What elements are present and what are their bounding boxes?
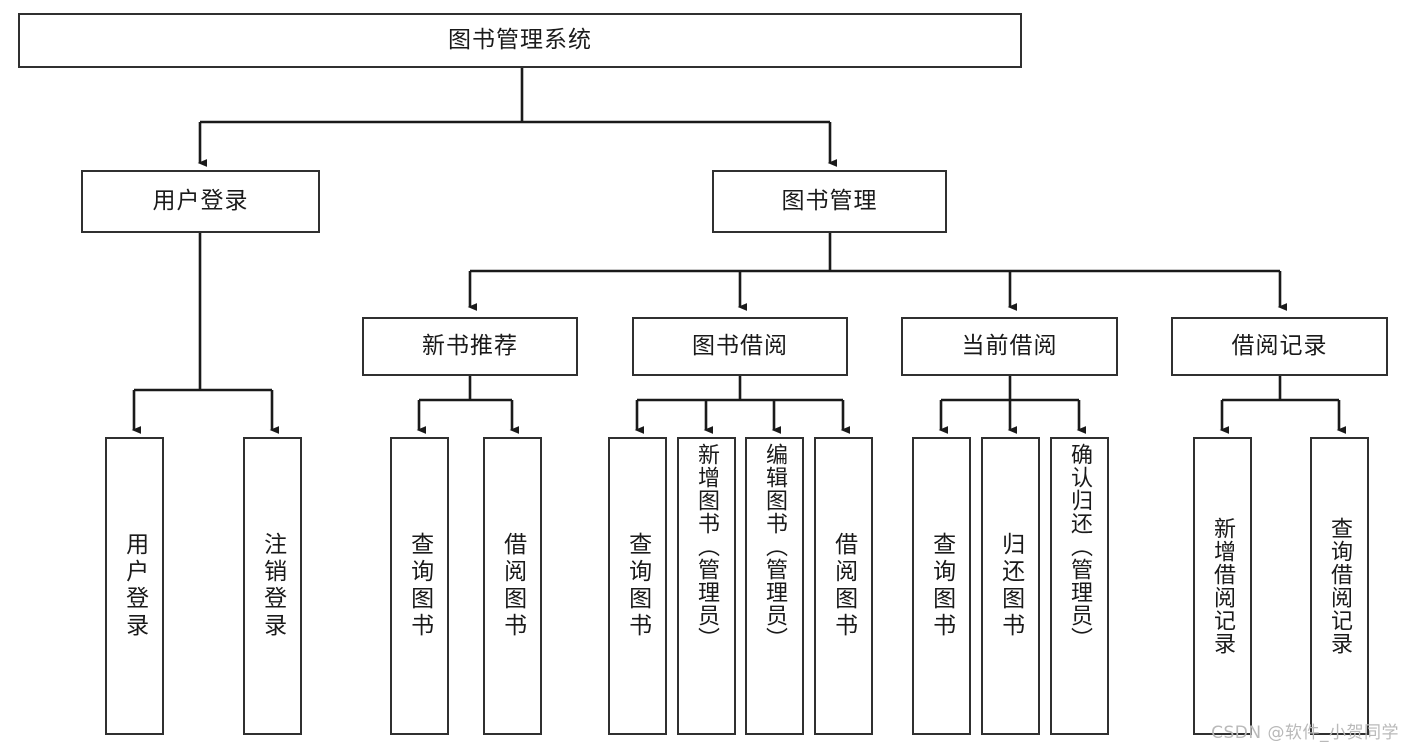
node-borrow-record-label: 借阅记录 [1231,332,1328,359]
node-root[interactable]: 图书管理系统 [18,13,1022,68]
node-leaf-borrow-book-2-label: 借阅图书 [830,532,857,640]
node-book-manage[interactable]: 图书管理 [712,170,947,233]
node-leaf-query-book-1-label: 查询图书 [406,532,433,640]
node-root-label: 图书管理系统 [448,26,592,53]
node-new-book-rec-label: 新书推荐 [422,332,518,359]
node-book-manage-label: 图书管理 [781,187,878,214]
node-leaf-query-book-1[interactable]: 查询图书 [390,437,449,735]
node-leaf-return-book-label: 归还图书 [997,532,1024,640]
node-book-borrow[interactable]: 图书借阅 [632,317,848,376]
node-leaf-user-logout[interactable]: 注销登录 [243,437,302,735]
node-leaf-confirm-return-label: 确认归还（管理员） [1067,443,1093,650]
node-user-login-label: 用户登录 [152,187,249,214]
node-leaf-borrow-book-1-label: 借阅图书 [499,532,526,640]
node-leaf-user-logout-label: 注销登录 [259,532,286,640]
node-leaf-add-record[interactable]: 新增借阅记录 [1193,437,1252,735]
node-leaf-edit-book[interactable]: 编辑图书（管理员） [745,437,804,735]
node-leaf-add-record-label: 新增借阅记录 [1210,517,1236,655]
node-leaf-query-record-label: 查询借阅记录 [1327,517,1353,655]
node-leaf-borrow-book-1[interactable]: 借阅图书 [483,437,542,735]
node-leaf-return-book[interactable]: 归还图书 [981,437,1040,735]
node-leaf-query-record[interactable]: 查询借阅记录 [1310,437,1369,735]
node-leaf-query-book-3[interactable]: 查询图书 [912,437,971,735]
node-leaf-query-book-3-label: 查询图书 [928,532,955,640]
node-leaf-edit-book-label: 编辑图书（管理员） [762,443,788,650]
node-leaf-query-book-2[interactable]: 查询图书 [608,437,667,735]
node-new-book-rec[interactable]: 新书推荐 [362,317,578,376]
node-leaf-add-book-label: 新增图书（管理员） [694,443,720,650]
node-user-login[interactable]: 用户登录 [81,170,320,233]
node-leaf-confirm-return[interactable]: 确认归还（管理员） [1050,437,1109,735]
node-leaf-user-login-label: 用户登录 [121,532,148,640]
node-leaf-query-book-2-label: 查询图书 [624,532,651,640]
node-book-borrow-label: 图书借阅 [692,332,788,359]
node-leaf-user-login[interactable]: 用户登录 [105,437,164,735]
node-leaf-borrow-book-2[interactable]: 借阅图书 [814,437,873,735]
csdn-watermark: CSDN @软件_小贺同学 [1211,723,1399,743]
node-borrow-record[interactable]: 借阅记录 [1171,317,1388,376]
node-current-borrow[interactable]: 当前借阅 [901,317,1118,376]
node-current-borrow-label: 当前借阅 [961,332,1058,359]
node-leaf-add-book[interactable]: 新增图书（管理员） [677,437,736,735]
